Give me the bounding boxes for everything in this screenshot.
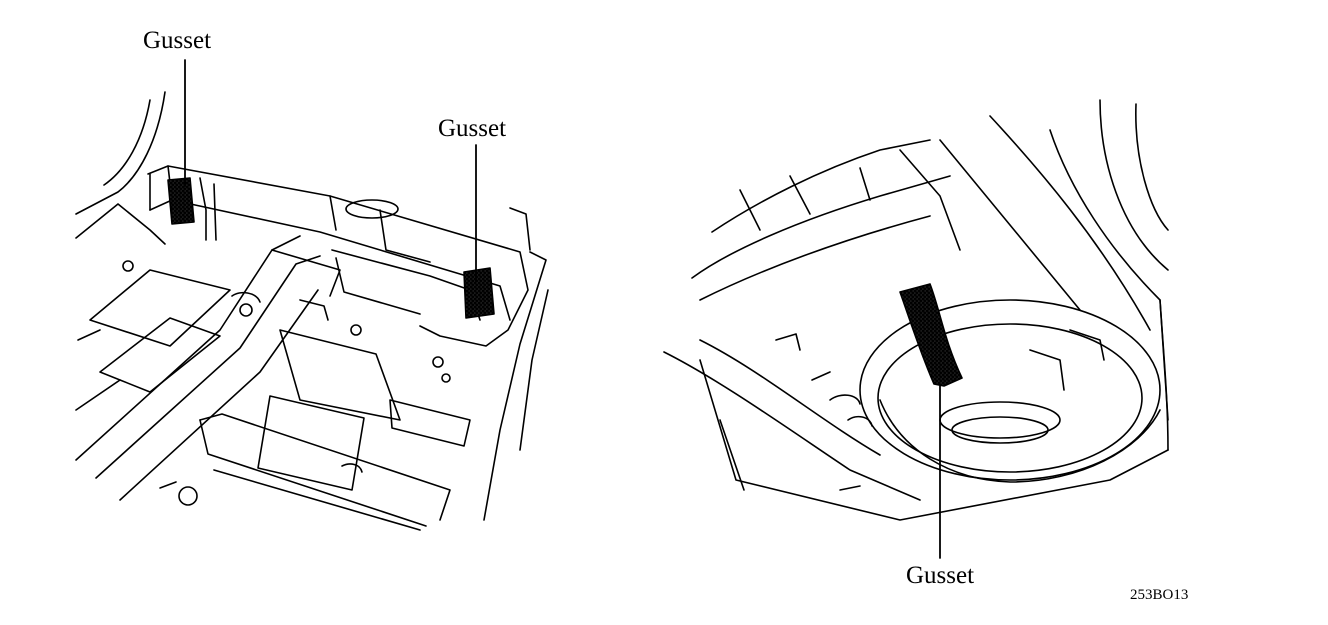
gusset-label-left-top: Gusset (143, 27, 212, 54)
right-spare-well-view (663, 99, 1169, 559)
gusset-label-left-mid: Gusset (438, 115, 507, 142)
left-floor-view (75, 59, 549, 531)
gusset-label-right: Gusset (906, 562, 975, 589)
figure-code: 253BO13 (1130, 587, 1189, 603)
